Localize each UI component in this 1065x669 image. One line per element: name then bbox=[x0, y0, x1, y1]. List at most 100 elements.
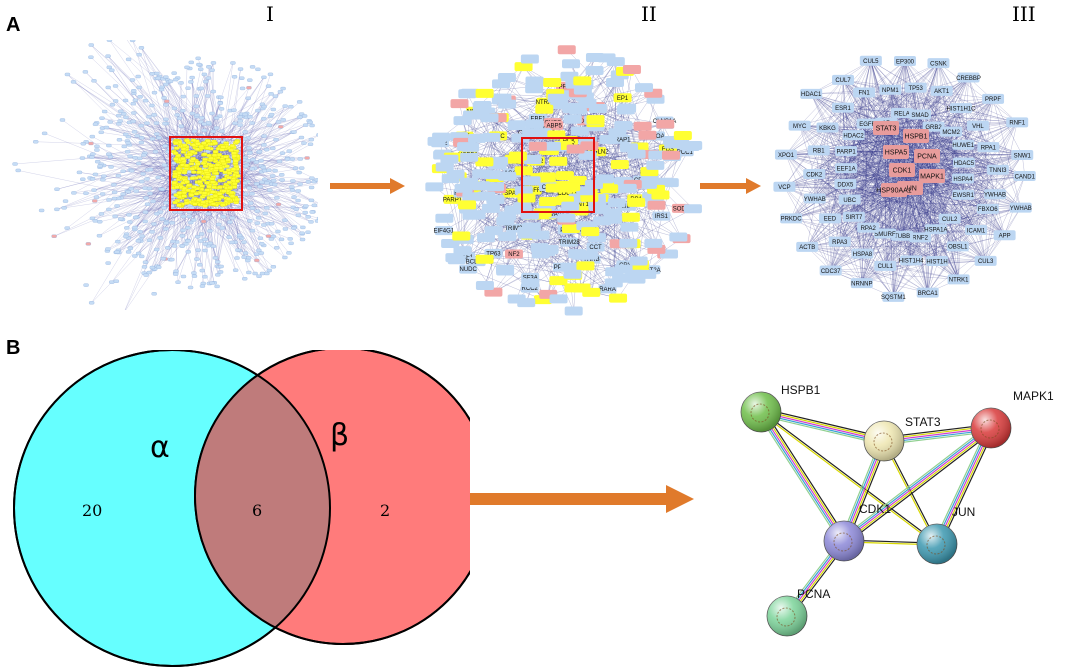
edge bbox=[827, 63, 939, 128]
core-node bbox=[196, 198, 202, 202]
network-node bbox=[243, 164, 249, 168]
network-node bbox=[136, 85, 142, 90]
core-node bbox=[212, 141, 218, 146]
edge bbox=[957, 246, 959, 280]
core-node bbox=[195, 142, 201, 146]
core-node bbox=[189, 176, 196, 180]
network-node bbox=[125, 141, 131, 145]
network-node bbox=[947, 274, 970, 285]
network-node bbox=[89, 134, 95, 139]
node-label: RELA bbox=[894, 111, 910, 117]
network-node bbox=[268, 222, 275, 226]
edge bbox=[818, 150, 846, 185]
node-label: RCC2 bbox=[522, 286, 539, 292]
node-label: SMURF bbox=[874, 232, 896, 238]
network-node bbox=[563, 114, 582, 124]
edge bbox=[931, 175, 1021, 208]
edge bbox=[870, 60, 917, 137]
network-node bbox=[290, 179, 296, 183]
node-label: EED bbox=[824, 217, 837, 223]
node-label: HSP90AA1 bbox=[876, 187, 912, 194]
network-node bbox=[446, 169, 465, 179]
network-node bbox=[125, 57, 132, 62]
network-node bbox=[272, 168, 278, 173]
stage-label-3: III bbox=[1012, 2, 1036, 26]
network-node bbox=[137, 156, 143, 160]
edge bbox=[830, 151, 897, 271]
network-node bbox=[261, 223, 267, 227]
network-node bbox=[242, 181, 248, 185]
network-node bbox=[107, 155, 114, 159]
network-node bbox=[295, 213, 301, 217]
edge bbox=[814, 92, 865, 199]
network-node bbox=[919, 169, 945, 183]
network-node bbox=[480, 113, 499, 123]
network-node bbox=[109, 68, 115, 72]
network-node bbox=[622, 64, 641, 74]
edge bbox=[910, 175, 933, 261]
node-label: HIST1H bbox=[926, 259, 947, 265]
node-label: CDK2 bbox=[806, 172, 823, 178]
network-node bbox=[194, 113, 200, 117]
network-node bbox=[180, 109, 186, 113]
network-node bbox=[309, 210, 315, 214]
network-node bbox=[158, 87, 165, 92]
edge bbox=[901, 125, 979, 171]
network-node bbox=[123, 132, 129, 137]
network-node bbox=[316, 216, 318, 221]
network-node bbox=[136, 161, 142, 166]
node-label: EGFR bbox=[859, 122, 876, 128]
node-label: MIF bbox=[621, 204, 632, 210]
network-node bbox=[289, 185, 295, 189]
network-node bbox=[803, 169, 826, 180]
network-node bbox=[311, 203, 317, 208]
network-node bbox=[156, 136, 162, 140]
edge bbox=[548, 145, 566, 295]
edge bbox=[885, 187, 911, 266]
network-node bbox=[117, 119, 123, 123]
network-node bbox=[508, 151, 527, 161]
network-node bbox=[621, 212, 640, 222]
core-node bbox=[206, 153, 212, 158]
network-node bbox=[882, 291, 905, 302]
network-node bbox=[151, 91, 158, 95]
core-node bbox=[231, 151, 237, 155]
network-node bbox=[266, 123, 272, 127]
edge bbox=[919, 131, 952, 238]
ppi-edge bbox=[939, 429, 995, 546]
network-node bbox=[459, 177, 478, 187]
network-node bbox=[116, 122, 122, 126]
network-node bbox=[620, 222, 639, 232]
edge bbox=[107, 197, 215, 250]
network-node bbox=[475, 254, 494, 264]
network-node bbox=[173, 77, 179, 82]
edge bbox=[217, 199, 224, 267]
network-node bbox=[308, 185, 315, 190]
network-node bbox=[286, 251, 292, 255]
edge bbox=[200, 115, 305, 148]
network-node bbox=[109, 103, 116, 107]
node-label: RB1 bbox=[813, 149, 825, 155]
node-label: PRPF bbox=[985, 97, 1001, 103]
network-node bbox=[185, 86, 191, 90]
core-node bbox=[209, 177, 215, 181]
network-node bbox=[142, 260, 149, 264]
edge bbox=[785, 154, 988, 210]
network-node bbox=[982, 93, 1005, 104]
edge bbox=[919, 63, 939, 115]
network-node bbox=[879, 84, 902, 95]
network-node bbox=[54, 187, 60, 191]
network-node bbox=[141, 153, 147, 157]
network-node bbox=[133, 189, 139, 193]
edge bbox=[814, 151, 897, 199]
edge bbox=[861, 260, 938, 284]
node-label: NF2 bbox=[508, 252, 520, 258]
network-node bbox=[889, 163, 915, 177]
edge bbox=[785, 107, 844, 155]
edge bbox=[926, 77, 969, 157]
network-node bbox=[184, 65, 190, 70]
edge bbox=[234, 122, 311, 150]
network-node bbox=[483, 170, 502, 180]
network-node bbox=[189, 206, 195, 210]
